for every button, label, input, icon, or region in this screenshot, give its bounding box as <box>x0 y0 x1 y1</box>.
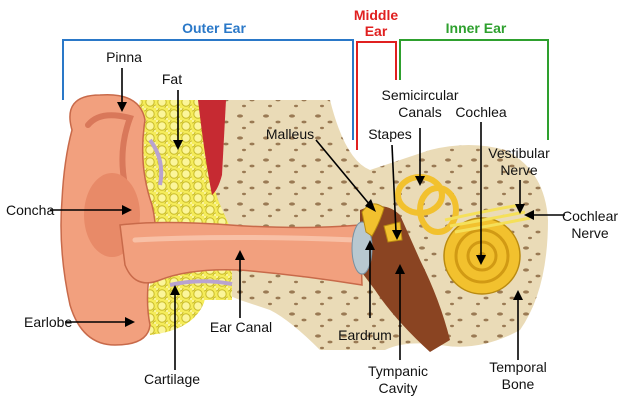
temporal-bone-label-line2: Bone <box>502 376 535 392</box>
leader-lines <box>50 68 565 370</box>
cochlear-nerve-label-line2: Nerve <box>571 225 609 241</box>
cartilage-strip <box>148 138 164 186</box>
eardrum-label: Eardrum <box>338 327 392 343</box>
malleus-label: Malleus <box>266 126 314 142</box>
concha-label: Concha <box>6 202 54 218</box>
tympanic-label-line2: Cavity <box>379 380 418 396</box>
fat-label: Fat <box>162 71 182 87</box>
vessel-strip <box>198 100 226 195</box>
leader-arrowheads <box>117 102 534 327</box>
tympanic-label-line1: Tympanic <box>368 363 428 379</box>
inner-ear-bracket <box>399 39 549 140</box>
inner-ear-title: Inner Ear <box>446 20 507 36</box>
earlobe-label: Earlobe <box>24 314 72 330</box>
tympanic-cavity-shape <box>360 206 450 352</box>
stapes-label: Stapes <box>368 126 412 142</box>
vestibular-label-line1: Vestibular <box>488 145 550 161</box>
ear-canal-highlight <box>132 235 358 243</box>
ear-canal-label: Ear Canal <box>210 319 272 335</box>
pinna-fold <box>85 112 134 188</box>
outer-ear-bracket <box>62 39 354 140</box>
cochlea-label: Cochlea <box>455 104 507 120</box>
vestibular-label-line2: Nerve <box>500 162 538 178</box>
middle-ear-title-line1: Middle <box>354 7 399 23</box>
pinna-label: Pinna <box>106 49 142 65</box>
middle-ear-bracket <box>356 41 397 150</box>
middle-ear-title-line2: Ear <box>365 23 388 39</box>
cartilage-label: Cartilage <box>144 371 200 387</box>
nerve-bundle <box>444 203 531 234</box>
temporal-bone-label-line1: Temporal <box>489 359 547 375</box>
semicircular-label-line1: Semicircular <box>381 87 458 103</box>
semicircular-label-line2: Canals <box>398 104 442 120</box>
cochlear-nerve-label-line1: Cochlear <box>562 208 618 224</box>
outer-ear-title: Outer Ear <box>182 20 246 36</box>
cartilage-strip-lower <box>169 279 233 287</box>
